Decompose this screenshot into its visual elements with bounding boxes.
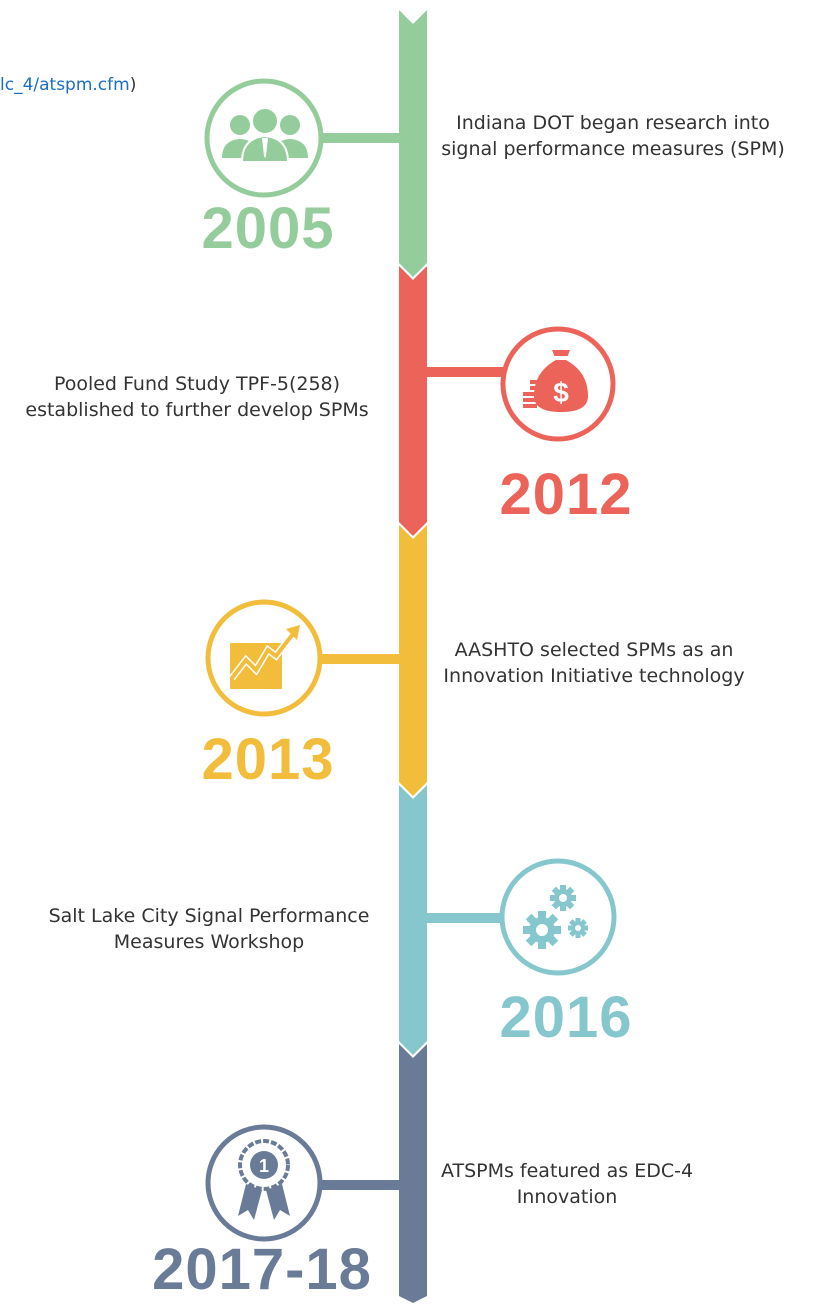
event-2013-line1: AASHTO selected SPMs as an [454,639,734,661]
event-2017-18-line2: Innovation [516,1186,618,1208]
event-2005-line2: signal performance measures (SPM) [441,138,785,160]
svg-text:1: 1 [259,1156,269,1176]
reference-link: lc_4/atspm.cfm) [0,75,136,95]
close-paren: ) [129,75,137,95]
atspm-link[interactable]: lc_4/atspm.cfm [0,75,130,95]
event-2017-18-text: ATSPMs featured as EDC-4 Innovation [441,1158,693,1210]
year-2012: 2012 [499,462,633,527]
people-icon [222,107,308,163]
event-2013-text: AASHTO selected SPMs as an Innovation In… [443,637,744,689]
event-2012-line2: established to further develop SPMs [25,399,369,421]
event-2005-line1: Indiana DOT began research into [456,112,770,134]
growth-chart-icon [229,625,300,689]
year-2016: 2016 [499,985,633,1050]
connector-2013 [322,654,402,664]
svg-text:$: $ [553,377,569,408]
segment-2012 [399,266,427,536]
segment-2017-18 [399,1044,427,1303]
event-2016-text: Salt Lake City Signal Performance Measur… [49,903,370,955]
circle-2016 [499,858,617,976]
event-2012-text: Pooled Fund Study TPF-5(258) established… [25,371,368,423]
event-2016-line2: Measures Workshop [113,931,305,953]
connector-2005 [322,133,402,143]
award-ribbon-icon: 1 [238,1139,290,1220]
year-2013: 2013 [201,727,335,792]
year-2005: 2005 [201,196,335,261]
segment-2013 [399,525,427,796]
event-2016-line1: Salt Lake City Signal Performance [48,905,370,927]
event-2013-line2: Innovation Initiative technology [443,665,745,687]
event-2017-18-line1: ATSPMs featured as EDC-4 [440,1160,694,1182]
event-2012-line1: Pooled Fund Study TPF-5(258) [53,373,341,395]
segment-2005 [399,10,427,277]
segment-2016 [399,785,427,1055]
money-bag-icon: $ [523,350,588,412]
gears-icon [523,885,588,949]
connector-2012 [424,367,504,377]
year-2017-18: 2017-18 [152,1237,372,1302]
connector-2016 [424,913,504,923]
event-2005-text: Indiana DOT began research into signal p… [441,110,785,162]
connector-2017-18 [322,1180,402,1190]
